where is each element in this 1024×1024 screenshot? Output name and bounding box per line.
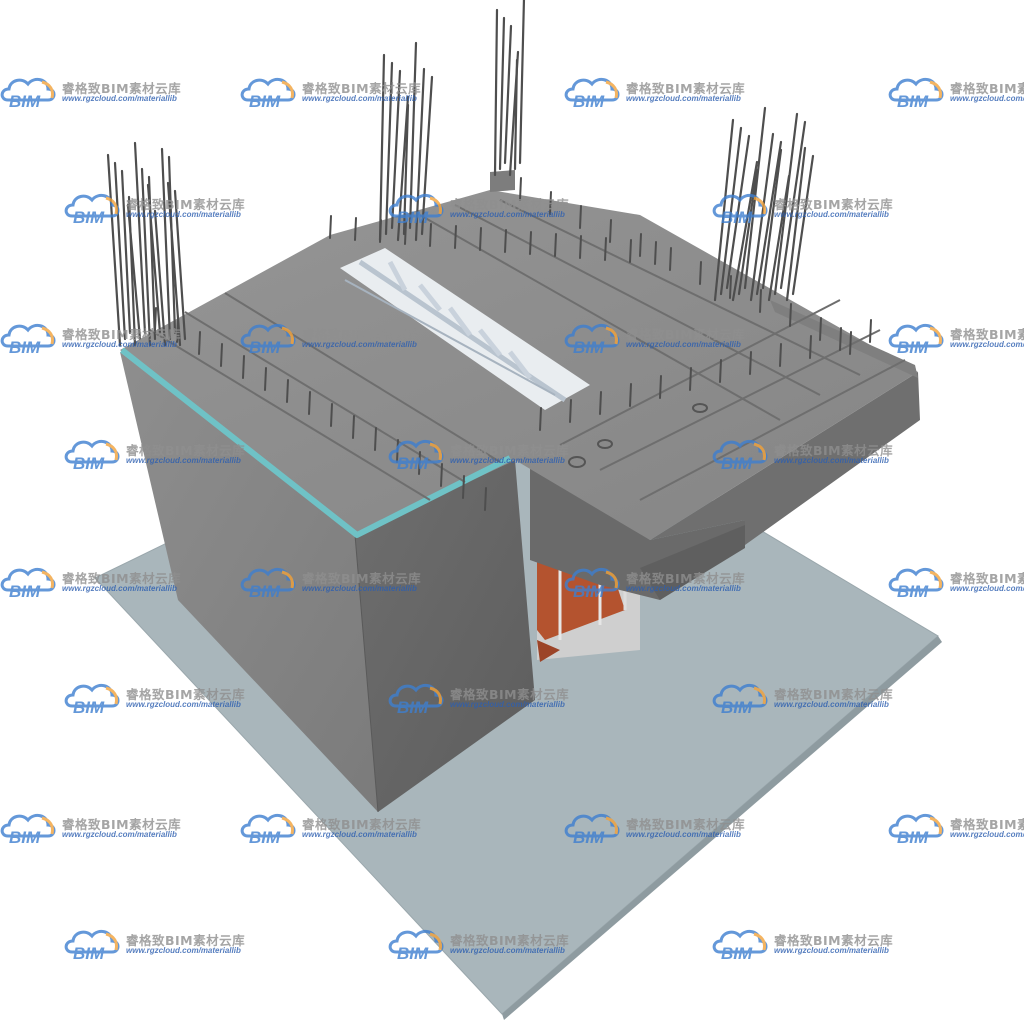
rebar <box>126 203 142 341</box>
rebar <box>153 209 167 347</box>
rebar-stub <box>462 475 465 499</box>
rebar <box>140 167 152 347</box>
rebar-stub <box>669 247 672 271</box>
rebar <box>160 147 172 341</box>
rebar-stub <box>440 463 443 487</box>
rebar-stub <box>379 219 382 243</box>
rebar <box>737 168 759 296</box>
rebar <box>731 160 759 302</box>
rebar <box>518 0 526 165</box>
waterproof-strip <box>120 347 512 538</box>
rebar <box>390 69 402 230</box>
ground-plate-edge <box>502 636 942 1020</box>
rebar-stub <box>454 225 457 249</box>
rebar-stub <box>609 219 612 243</box>
rebar-stub <box>689 367 692 391</box>
rebar <box>791 154 815 296</box>
rebar-stub <box>659 375 662 399</box>
rebar-stub <box>429 223 432 247</box>
front-wall <box>355 460 535 812</box>
rebar-stub <box>549 191 552 215</box>
rebar-stub <box>819 317 822 341</box>
rebar <box>767 174 791 302</box>
rebar-stub <box>220 343 223 367</box>
rebar-stub <box>699 261 702 285</box>
rebar <box>173 189 187 341</box>
rebar-stub <box>604 237 607 261</box>
rebar-stub <box>849 331 852 355</box>
rebar <box>408 41 418 230</box>
rebar-stub <box>654 241 657 265</box>
rebar <box>503 24 513 165</box>
slab-parapet <box>490 170 515 192</box>
rebar-stub <box>176 319 179 343</box>
rebar-stub <box>479 227 482 251</box>
rebar-stub <box>869 319 872 343</box>
slab-hole <box>692 403 708 413</box>
rebar-stub <box>504 229 507 253</box>
rebar-stub <box>729 275 732 299</box>
rebar-stub <box>374 427 377 451</box>
rebar-stub <box>579 205 582 229</box>
rebar <box>761 148 783 290</box>
rebar-stub <box>579 235 582 259</box>
rebar-stub <box>539 407 542 431</box>
beam-right <box>650 372 920 545</box>
rebar-stub <box>418 451 421 475</box>
rebar <box>498 16 506 171</box>
rebar <box>493 8 499 177</box>
rebar-stub <box>779 343 782 367</box>
rebar-stub <box>484 487 487 511</box>
rebar-stub <box>242 355 245 379</box>
rebar-stub <box>519 177 522 201</box>
rebar <box>106 153 122 347</box>
rebar-stub <box>749 351 752 375</box>
rebar-stub <box>629 383 632 407</box>
rebar-stub <box>308 391 311 415</box>
rebar-stub <box>839 327 842 351</box>
rebar <box>513 58 519 171</box>
rebar-stub <box>264 367 267 391</box>
rebar-stub <box>599 391 602 415</box>
rebar <box>146 183 162 335</box>
rebar-stub <box>529 231 532 255</box>
rebar <box>779 120 807 290</box>
rebar <box>113 161 127 341</box>
rebar-stub <box>569 399 572 423</box>
rebar <box>166 181 182 347</box>
rebar-stub <box>352 415 355 439</box>
slab-hole <box>597 439 613 449</box>
rebar-stub <box>719 359 722 383</box>
slab-hole <box>568 456 586 468</box>
rebar <box>773 112 799 296</box>
rebar-stub <box>286 379 289 403</box>
rebar <box>384 61 394 236</box>
rebar-stub <box>396 439 399 463</box>
slab-opening <box>340 248 590 410</box>
rebar <box>785 146 807 302</box>
rebar-stub <box>154 307 157 331</box>
rebar-stub <box>554 233 557 257</box>
rebar <box>120 169 132 335</box>
rebar-stub <box>329 215 332 239</box>
rebar <box>378 53 386 242</box>
rebar-stub <box>789 303 792 327</box>
rebar-stub <box>404 221 407 245</box>
rebar <box>133 141 147 335</box>
slab-grooves <box>149 199 906 501</box>
rebar-stub <box>809 335 812 359</box>
rebar-stub <box>198 331 201 355</box>
rebar <box>755 140 783 296</box>
rebar-stub <box>759 289 762 313</box>
rebar-stub <box>330 403 333 427</box>
rebar-stub <box>639 233 642 257</box>
rebar-stub <box>629 239 632 263</box>
rebar-stub <box>354 217 357 241</box>
